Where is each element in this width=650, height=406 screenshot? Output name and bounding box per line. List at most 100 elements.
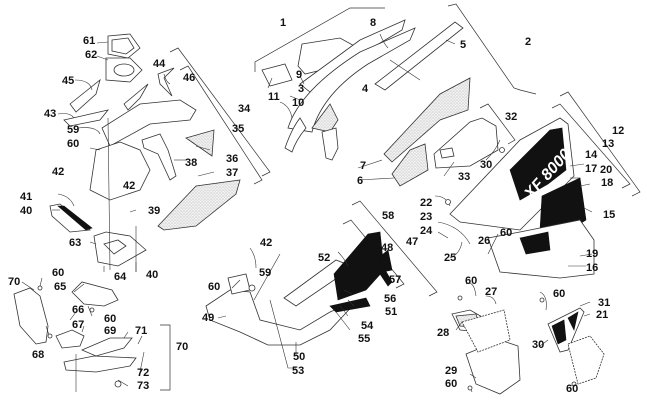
callout-28[interactable]: 28 <box>437 327 450 339</box>
callout-10[interactable]: 10 <box>292 97 305 109</box>
panel-frame-outline <box>461 309 511 353</box>
callout-50[interactable]: 50 <box>293 351 306 363</box>
callout-16[interactable]: 16 <box>586 262 599 274</box>
callout-36[interactable]: 36 <box>226 153 239 165</box>
callout-35[interactable]: 35 <box>232 123 245 135</box>
callout-6[interactable]: 6 <box>357 175 364 187</box>
callout-64[interactable]: 64 <box>114 271 127 283</box>
callout-30-upper[interactable]: 30 <box>480 159 493 171</box>
callout-20[interactable]: 20 <box>600 164 613 176</box>
callout-72[interactable]: 72 <box>137 367 150 379</box>
belly-pan-49 <box>205 231 393 346</box>
callout-60-belly[interactable]: 60 <box>208 281 221 293</box>
callout-60-vent-top[interactable]: 60 <box>465 275 478 287</box>
deflector-57 <box>371 253 393 287</box>
hood-part-3 <box>287 27 416 133</box>
callout-17[interactable]: 17 <box>585 163 598 175</box>
callout-42-center[interactable]: 42 <box>123 180 136 192</box>
callout-41[interactable]: 41 <box>20 191 33 203</box>
callout-48[interactable]: 48 <box>381 242 394 254</box>
callout-23[interactable]: 23 <box>420 211 433 223</box>
callout-54[interactable]: 54 <box>361 320 374 332</box>
callout-57[interactable]: 57 <box>389 274 402 286</box>
callout-70-right[interactable]: 70 <box>176 341 189 353</box>
callout-31[interactable]: 31 <box>598 297 611 309</box>
callout-26[interactable]: 26 <box>478 235 491 247</box>
callout-37[interactable]: 37 <box>226 167 239 179</box>
callout-55[interactable]: 55 <box>358 333 371 345</box>
panel-part-6 <box>391 143 429 187</box>
callout-68[interactable]: 68 <box>32 349 45 361</box>
callout-56[interactable]: 56 <box>384 293 397 305</box>
callout-32[interactable]: 32 <box>505 111 518 123</box>
bracket-34 <box>169 47 271 177</box>
callout-25[interactable]: 25 <box>444 252 457 264</box>
callout-60-cover[interactable]: 60 <box>104 313 117 325</box>
callout-59-top[interactable]: 59 <box>67 124 80 136</box>
side-panel-12: XF 8000 <box>449 117 595 279</box>
callout-45[interactable]: 45 <box>62 75 75 87</box>
callout-13[interactable]: 13 <box>602 138 615 150</box>
callout-14[interactable]: 14 <box>585 149 598 161</box>
callout-71[interactable]: 71 <box>135 325 148 337</box>
callout-44[interactable]: 44 <box>153 58 166 70</box>
callout-42-belly[interactable]: 42 <box>260 237 273 249</box>
callout-70-left[interactable]: 70 <box>8 276 21 288</box>
callout-60-right-top[interactable]: 60 <box>553 288 566 300</box>
callout-47[interactable]: 47 <box>406 236 419 248</box>
callout-46[interactable]: 46 <box>183 72 196 84</box>
callout-53[interactable]: 53 <box>292 365 305 377</box>
callout-62[interactable]: 62 <box>85 49 98 61</box>
callout-60-right-bottom[interactable]: 60 <box>566 383 579 395</box>
callout-1[interactable]: 1 <box>280 17 287 29</box>
callout-43[interactable]: 43 <box>44 108 57 120</box>
callout-51[interactable]: 51 <box>385 306 398 318</box>
callout-11[interactable]: 11 <box>268 91 280 103</box>
bracket-35 <box>179 65 263 185</box>
callout-69[interactable]: 69 <box>104 325 117 337</box>
callout-4[interactable]: 4 <box>362 83 369 95</box>
callout-67[interactable]: 67 <box>72 319 85 331</box>
callout-2[interactable]: 2 <box>525 36 532 48</box>
callout-63[interactable]: 63 <box>69 237 82 249</box>
callout-19[interactable]: 19 <box>586 248 599 260</box>
callout-29[interactable]: 29 <box>445 365 458 377</box>
callout-21[interactable]: 21 <box>596 309 609 321</box>
callout-38[interactable]: 38 <box>185 157 198 169</box>
callout-3[interactable]: 3 <box>298 83 305 95</box>
callout-60-left-panel[interactable]: 60 <box>52 267 65 279</box>
callout-73[interactable]: 73 <box>137 380 150 392</box>
callout-24[interactable]: 24 <box>420 225 433 237</box>
callout-5[interactable]: 5 <box>460 39 467 51</box>
callout-60-console[interactable]: 60 <box>67 138 80 150</box>
callout-60-vent-bottom[interactable]: 60 <box>445 378 458 390</box>
callout-61[interactable]: 61 <box>83 35 96 47</box>
trim-panel-36 <box>185 129 215 157</box>
hood-part-4 <box>321 127 339 161</box>
callout-39[interactable]: 39 <box>148 205 161 217</box>
callout-7[interactable]: 7 <box>360 160 367 172</box>
callout-22[interactable]: 22 <box>420 197 433 209</box>
callout-30-lower[interactable]: 30 <box>532 339 545 351</box>
callout-40-left[interactable]: 40 <box>20 205 33 217</box>
callout-8[interactable]: 8 <box>370 17 377 29</box>
hood-decal-44 <box>123 83 149 111</box>
callout-65[interactable]: 65 <box>54 281 67 293</box>
callout-33[interactable]: 33 <box>458 171 471 183</box>
callout-59-belly[interactable]: 59 <box>259 267 272 279</box>
callout-42-left[interactable]: 42 <box>52 166 65 178</box>
callout-49[interactable]: 49 <box>202 312 215 324</box>
callout-27[interactable]: 27 <box>485 286 498 298</box>
callout-9[interactable]: 9 <box>296 69 303 81</box>
callout-66[interactable]: 66 <box>72 304 85 316</box>
callout-40-bottom[interactable]: 40 <box>146 269 159 281</box>
trim-panel-37 <box>157 179 241 231</box>
callout-34[interactable]: 34 <box>238 103 251 115</box>
callout-15[interactable]: 15 <box>603 209 616 221</box>
callout-58[interactable]: 58 <box>382 210 395 222</box>
trim-part-5 <box>374 21 464 91</box>
callout-12[interactable]: 12 <box>612 125 625 137</box>
callout-52[interactable]: 52 <box>318 252 331 264</box>
callout-18[interactable]: 18 <box>601 177 614 189</box>
callout-60-side-panel[interactable]: 60 <box>500 227 513 239</box>
